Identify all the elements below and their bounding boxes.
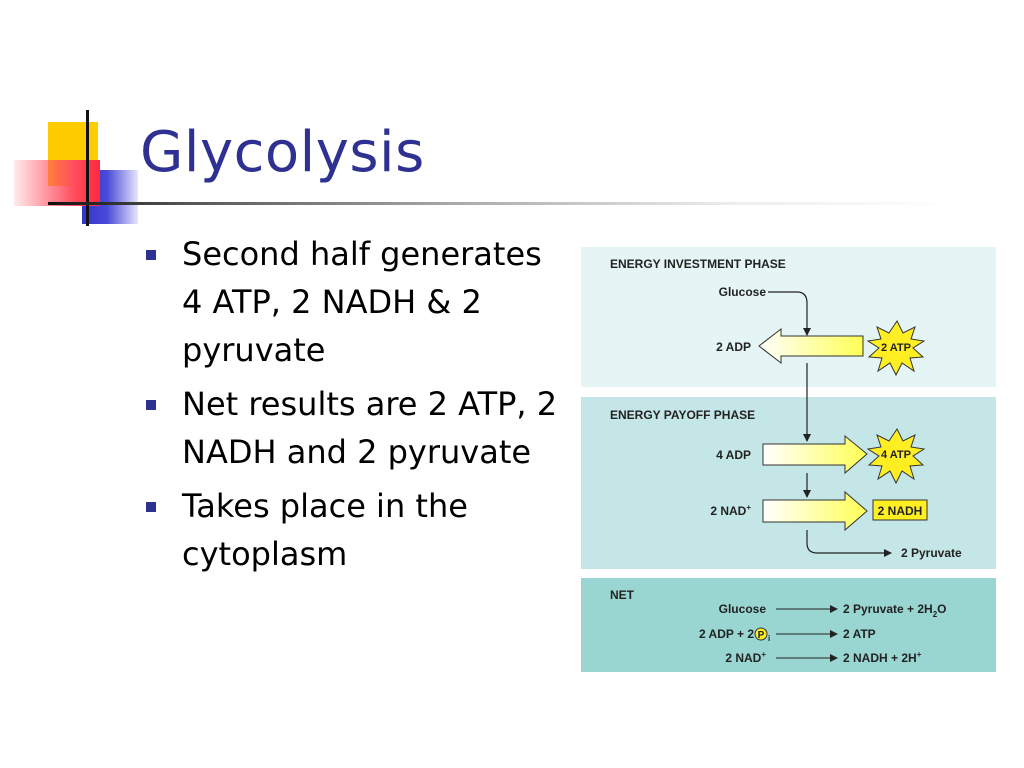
payoff-phase-panel — [581, 397, 996, 569]
investment-phase-panel — [581, 247, 996, 387]
glucose-flow-arrow — [768, 291, 811, 336]
nadh-box — [872, 499, 928, 521]
bullet-square-icon — [146, 250, 156, 260]
payoff-nad-plus: + — [746, 503, 751, 512]
slide-title: Glycolysis — [140, 120, 425, 185]
phosphate-circle-icon — [754, 627, 768, 641]
title-underline — [48, 202, 960, 205]
nad-yellow-arrow — [762, 490, 868, 532]
net-row3-right-plus: + — [917, 650, 922, 659]
net-row2-circle-label: P — [758, 630, 765, 641]
bullet-text: Net results are 2 ATP, 2 NADH and 2 pyru… — [182, 385, 558, 471]
net-row3-right: 2 NADH + 2H+ — [843, 650, 922, 665]
net-row3-left-text: 2 NAD — [725, 651, 761, 665]
payoff-atp-label: 4 ATP — [881, 449, 911, 461]
glycolysis-diagram: ENERGY INVESTMENT PHASE Glucose 2 ADP 2 … — [581, 247, 996, 672]
net-heading: NET — [610, 588, 635, 602]
glucose-label: Glucose — [719, 285, 767, 299]
net-row3-right-text: 2 NADH + 2H — [843, 651, 917, 665]
net-panel — [581, 578, 996, 672]
net-row1-left: Glucose — [719, 602, 767, 616]
net-row2-sub: i — [768, 634, 770, 643]
net-row3-left: 2 NAD+ — [725, 650, 766, 665]
payoff-nad-label: 2 NAD+ — [710, 503, 751, 518]
bullet-square-icon — [146, 400, 156, 410]
net-row2-right: 2 ATP — [843, 627, 876, 641]
investment-adp-label: 2 ADP — [716, 340, 751, 354]
payoff-adp-yellow-arrow — [762, 434, 868, 475]
net-row1-right-tail: O — [937, 602, 946, 616]
payoff-pyruvate-label: 2 Pyruvate — [901, 546, 962, 560]
payoff-phase-heading: ENERGY PAYOFF PHASE — [610, 408, 755, 422]
investment-atp-label: 2 ATP — [881, 342, 911, 354]
payoff-nad-text: 2 NAD — [710, 504, 746, 518]
title-ornament-red-bar — [14, 160, 100, 206]
pyruvate-flow-arrow — [806, 530, 892, 557]
atp-starburst-icon — [866, 320, 926, 377]
bullet-item: Second half generates 4 ATP, 2 NADH & 2 … — [140, 230, 560, 374]
net-row3-left-plus: + — [761, 650, 766, 659]
adp-yellow-arrow — [758, 327, 864, 365]
payoff-atp-starburst-icon — [866, 428, 926, 485]
bullet-item: Takes place in the cytoplasm — [140, 482, 560, 578]
net-row1-right-text: 2 Pyruvate + 2H — [843, 602, 933, 616]
title-ornament-vertical-line — [86, 110, 89, 226]
bullet-text: Takes place in the cytoplasm — [182, 487, 468, 573]
bullet-list: Second half generates 4 ATP, 2 NADH & 2 … — [140, 230, 560, 584]
bullet-item: Net results are 2 ATP, 2 NADH and 2 pyru… — [140, 380, 560, 476]
net-row1-right-sub: 2 — [933, 610, 938, 619]
net-row2-left: 2 ADP + 2 — [699, 627, 754, 641]
investment-phase-heading: ENERGY INVESTMENT PHASE — [610, 257, 786, 271]
payoff-adp-label: 4 ADP — [716, 448, 751, 462]
bullet-square-icon — [146, 502, 156, 512]
net-row1-right: 2 Pyruvate + 2H2O — [843, 602, 947, 619]
payoff-nadh-label: 2 NADH — [878, 504, 923, 518]
bullet-text: Second half generates 4 ATP, 2 NADH & 2 … — [182, 235, 542, 369]
